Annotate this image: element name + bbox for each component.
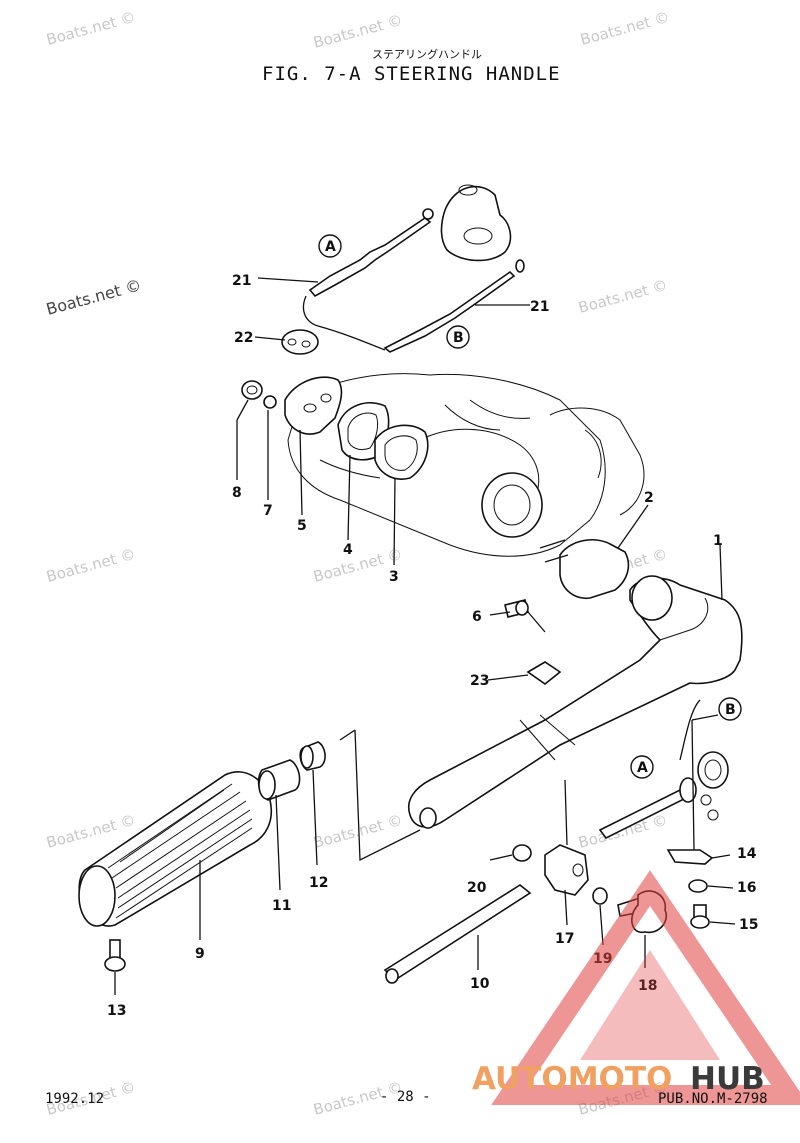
part-number: 13 — [107, 1003, 126, 1019]
part-number: 1 — [713, 533, 723, 549]
title-japanese: ステアリングハンドル — [372, 47, 482, 61]
part-17-clamp — [544, 844, 589, 896]
part-16-washer — [688, 879, 708, 893]
part-15-screw — [690, 904, 710, 929]
callout-b-top: B — [446, 325, 470, 349]
part-8-nut — [241, 380, 263, 400]
part-7-washer — [263, 395, 277, 409]
part-number: 15 — [739, 917, 758, 933]
part-1-steering-handle — [408, 575, 743, 829]
part-number-labels: 1 2 3 4 5 6 7 8 9 10 11 12 13 14 15 16 1… — [107, 273, 758, 1019]
logo-text-automoto: AUTOMOTO — [472, 1061, 672, 1097]
part-number: 12 — [309, 875, 328, 891]
svg-text:B: B — [725, 702, 736, 718]
watermark: Boats.net © — [44, 275, 143, 319]
part-20-nut — [512, 844, 532, 862]
part-number: 6 — [472, 609, 482, 625]
part-number: 18 — [638, 978, 657, 994]
logo-text-hub: HUB — [690, 1061, 765, 1097]
callout-a-top: A — [318, 234, 342, 258]
part-number: 3 — [389, 569, 399, 585]
part-number: 22 — [234, 330, 253, 346]
part-9-grip — [78, 771, 272, 927]
watermark: Boats.net © — [576, 811, 669, 852]
part-12-collar — [299, 741, 326, 771]
part-number: 16 — [737, 880, 756, 896]
part-number: 10 — [470, 976, 490, 992]
watermark: Boats.net © — [578, 8, 671, 49]
part-number: 7 — [263, 503, 273, 519]
part-number: 2 — [644, 490, 654, 506]
leader-lines — [114, 277, 736, 995]
part-number: 23 — [470, 673, 489, 689]
part-21-cables — [302, 208, 525, 353]
part-number: 14 — [737, 846, 757, 862]
watermark: Boats.net © — [311, 11, 404, 52]
page-title: FIG. 7-A STEERING HANDLE — [262, 63, 561, 85]
svg-text:A: A — [325, 239, 336, 255]
part-number: 21 — [232, 273, 251, 289]
part-number: 17 — [555, 931, 574, 947]
engine-housing — [287, 373, 645, 557]
part-23-label — [526, 661, 562, 686]
callout-a-bottom: A — [630, 755, 654, 779]
part-number: 4 — [343, 542, 353, 558]
part-14-plate — [666, 849, 714, 865]
part-19-washer — [592, 887, 608, 905]
footer-page-number: - 28 - — [380, 1089, 431, 1105]
part-number: 21 — [530, 299, 549, 315]
part-3-seal — [374, 424, 429, 480]
part-number: 11 — [272, 898, 291, 914]
callout-b-bottom: B — [718, 697, 742, 721]
part-number: 9 — [195, 946, 205, 962]
part-6-bolt — [504, 599, 529, 618]
svg-text:B: B — [453, 330, 464, 346]
throttle-end — [598, 699, 729, 840]
part-2-connector — [539, 539, 630, 600]
part-number: 5 — [297, 518, 307, 534]
svg-text:A: A — [637, 760, 648, 776]
watermark: Boats.net © — [44, 8, 137, 49]
watermark: Boats.net © — [576, 276, 669, 317]
throttle-bracket — [440, 184, 512, 262]
part-13-screw — [104, 939, 126, 972]
automotohub-logo: AUTOMOTO HUB — [472, 870, 800, 1105]
footer-date: 1992.12 — [45, 1091, 104, 1107]
part-number: 20 — [467, 880, 487, 896]
footer-pub-number: PUB.NO.M-2798 — [658, 1091, 768, 1107]
part-10-rod — [383, 884, 532, 984]
part-22-grommet — [281, 329, 319, 355]
part-5-plate — [284, 376, 343, 435]
part-number: 8 — [232, 485, 242, 501]
watermark: Boats.net © — [44, 545, 137, 586]
part-11-bushing — [257, 759, 301, 801]
